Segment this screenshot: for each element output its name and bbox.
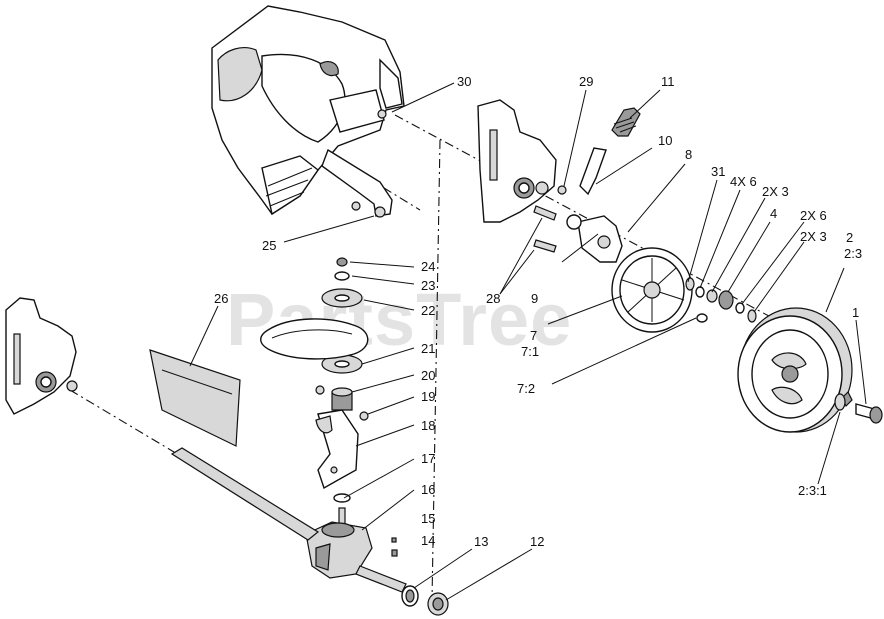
callout-22: 22 [421, 303, 435, 318]
callout-17: 17 [421, 451, 435, 466]
callout-26: 26 [214, 291, 228, 306]
callout-20: 20 [421, 368, 435, 383]
rear-wheel [737, 307, 853, 433]
callout-9: 9 [531, 291, 538, 306]
callout-2-3-1: 2:3:1 [798, 483, 827, 498]
wheel-hardware [685, 277, 757, 323]
pulley-stack [321, 257, 363, 411]
side-plate-left [5, 297, 78, 415]
callout-11: 11 [661, 74, 675, 89]
callout-21: 21 [421, 341, 435, 356]
callout-13: 13 [474, 534, 488, 549]
side-plate-right [477, 99, 557, 223]
callout-12: 12 [530, 534, 544, 549]
plate-bolts [377, 109, 567, 253]
callout-31: 31 [711, 164, 725, 179]
idler-bracket [315, 385, 369, 490]
callout-10: 10 [658, 133, 672, 148]
callout-14: 14 [421, 533, 435, 548]
callout-2x3-a: 2X 3 [800, 229, 827, 244]
leader-lines [189, 82, 867, 601]
callout-labels: 1 2 2:3 2:3:1 2X 3 2X 6 4 2X 3 4X 6 31 7… [214, 74, 862, 549]
callout-25: 25 [262, 238, 276, 253]
callout-2x6-a: 2X 6 [800, 208, 827, 223]
callout-7: 7 [530, 328, 537, 343]
callout-2: 2 [846, 230, 853, 245]
callout-23: 23 [421, 278, 435, 293]
callout-8: 8 [685, 147, 692, 162]
callout-15: 15 [421, 511, 435, 526]
callout-16: 16 [421, 482, 435, 497]
callout-2-3: 2:3 [844, 246, 862, 261]
callout-7-1: 7:1 [521, 344, 539, 359]
gearbox [305, 493, 398, 579]
wheel-drive-gear [611, 247, 693, 333]
callout-1: 1 [852, 305, 859, 320]
callout-4x6: 4X 6 [730, 174, 757, 189]
callout-4: 4 [770, 206, 777, 221]
callout-18: 18 [421, 418, 435, 433]
callout-24: 24 [421, 259, 435, 274]
deck-housing [211, 5, 405, 216]
shaft-bushings [401, 585, 449, 616]
height-adjust-bracket [321, 148, 393, 218]
callout-28: 28 [486, 291, 500, 306]
callout-2x3-b: 2X 3 [762, 184, 789, 199]
axle-bolt [834, 390, 883, 424]
pivot-arm [566, 147, 623, 263]
callout-7-2: 7:2 [517, 381, 535, 396]
callout-19: 19 [421, 389, 435, 404]
drive-belt [260, 318, 369, 360]
callout-30: 30 [457, 74, 471, 89]
drive-shaft [170, 447, 407, 593]
shield-panel [149, 349, 241, 447]
callout-29: 29 [579, 74, 593, 89]
